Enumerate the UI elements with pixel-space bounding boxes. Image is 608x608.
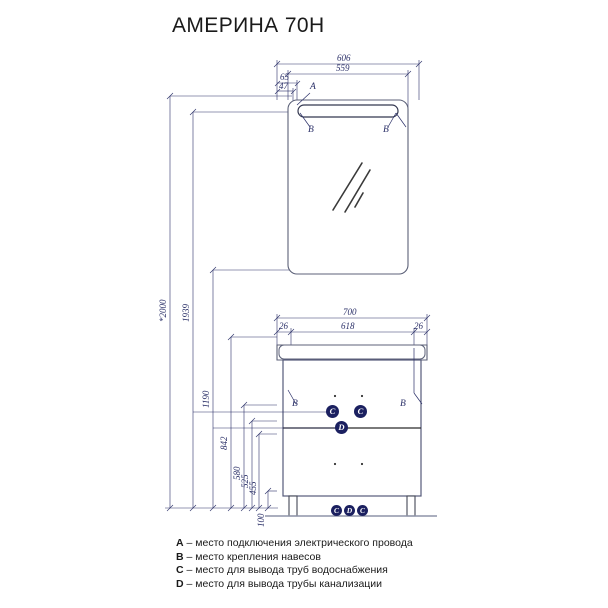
dim-mirror-offset-65: 65: [280, 72, 289, 82]
legend-text-A: – место подключения электрического прово…: [183, 537, 413, 549]
handle-dot: [360, 462, 364, 466]
node-badge-floor-C-left: C: [331, 505, 342, 516]
leader-B-vanity: [287, 348, 423, 405]
node-badge-D: D: [335, 421, 348, 434]
dim-mirror-width-outer: 606: [337, 53, 351, 63]
legend-item-A: A – место подключения электрического про…: [176, 537, 596, 551]
node-badge-C-right: C: [354, 405, 367, 418]
leader-A: [296, 92, 311, 106]
handle-dot: [333, 462, 337, 466]
dim-height-842: 842: [219, 436, 229, 451]
legend-text-B: – место крепления навесов: [183, 550, 321, 563]
mirror-light-bar: [297, 104, 399, 118]
page-title: АМЕРИНА 70Н: [172, 14, 325, 37]
dim-height-1190: 1190: [201, 390, 211, 408]
dim-vanity-width-body: 618: [341, 321, 355, 331]
dim-height-2000: *2000: [158, 299, 168, 323]
legend-key-B: B: [176, 550, 184, 563]
legend-key-A: A: [176, 537, 184, 549]
legend-text-C: – место для вывода труб водоснабжения: [183, 564, 388, 577]
leader-CD: [193, 411, 341, 429]
legend-text-D: – место для вывода трубы канализации: [183, 577, 383, 590]
leader-B-mirror: [299, 112, 407, 128]
washbasin-top: [276, 344, 428, 361]
marker-letter-A: A: [310, 82, 316, 92]
dim-vanity-width-total: 700: [343, 307, 357, 317]
dim-height-100: 100: [256, 513, 266, 528]
marker-letter-B-vanity-left: B: [292, 399, 298, 409]
handle-dot: [333, 394, 337, 398]
leg-right: [406, 495, 416, 517]
node-badge-floor-C-right: C: [357, 505, 368, 516]
washbasin-rim: [278, 344, 426, 360]
legend-key-D: D: [176, 577, 184, 590]
legend-item-B: B – место крепления навесов: [176, 551, 596, 565]
dim-mirror-width-inner: 559: [336, 63, 350, 73]
marker-letter-B-vanity-right: B: [400, 399, 406, 409]
dim-vanity-overhang-left: 26: [279, 321, 288, 331]
mirror-glass-reflection-icon: [332, 162, 371, 213]
dimension-lines-group: [165, 60, 431, 512]
marker-letter-B-mirror-left: B: [308, 125, 314, 135]
marker-letter-B-mirror-right: B: [383, 125, 389, 135]
dim-height-1939: 1939: [181, 304, 191, 322]
legend-key-C: C: [176, 564, 184, 577]
handle-dot: [360, 394, 364, 398]
dim-vanity-overhang-right: 26: [414, 321, 423, 331]
leg-left: [288, 495, 298, 517]
dim-mirror-offset-47: 47: [279, 81, 288, 91]
vanity-drawing: [265, 344, 437, 517]
node-badge-C-left: C: [326, 405, 339, 418]
legend-item-C: C – место для вывода труб водоснабжения: [176, 564, 596, 578]
node-badge-floor-D: D: [344, 505, 355, 516]
legend-item-D: D – место для вывода трубы канализации: [176, 578, 596, 592]
dim-height-455: 455: [248, 481, 258, 496]
legend: A – место подключения электрического про…: [176, 537, 596, 591]
